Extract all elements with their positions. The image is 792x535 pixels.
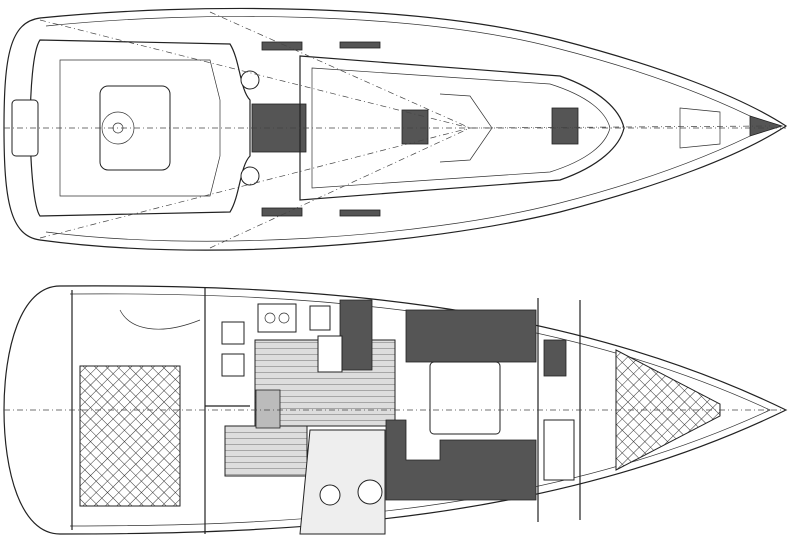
forward-cabin-door — [543, 419, 575, 481]
companionway-steps — [255, 389, 281, 429]
head-toilet-icon — [319, 484, 341, 506]
handrail-starboard — [339, 209, 381, 217]
aft-cabin-door-swing — [119, 309, 201, 330]
coachroof-outline — [299, 55, 625, 201]
winch-starboard-icon — [240, 166, 260, 186]
forward-locker — [543, 339, 567, 377]
deck-plan — [3, 7, 788, 251]
nav-seat — [339, 299, 373, 371]
fridge — [309, 305, 331, 331]
saloon-settee-starboard — [385, 419, 537, 501]
deck-hull-outline — [3, 7, 788, 251]
hatch-forward-icon — [401, 109, 429, 145]
head-sink-icon — [357, 479, 383, 505]
stove-icon — [257, 303, 297, 333]
nav-table — [317, 335, 343, 373]
galley-sink-1 — [221, 321, 245, 345]
genoa-track-port — [261, 41, 303, 51]
anchor-locker — [679, 107, 721, 149]
mast-step — [439, 93, 493, 163]
aft-berth — [79, 365, 181, 507]
genoa-track-starboard — [261, 207, 303, 217]
transom-step — [11, 99, 39, 157]
hatch-fore-icon — [551, 107, 579, 145]
cabin-sole-aft — [224, 425, 308, 477]
galley-sink-2 — [221, 353, 245, 377]
handrail-port — [339, 41, 381, 49]
head-compartment — [299, 429, 386, 535]
saloon-settee-port — [405, 309, 537, 363]
bow-roller-icon — [749, 115, 784, 137]
interior-layout — [3, 285, 788, 535]
winch-port-icon — [240, 70, 260, 90]
saloon-table — [429, 361, 501, 435]
